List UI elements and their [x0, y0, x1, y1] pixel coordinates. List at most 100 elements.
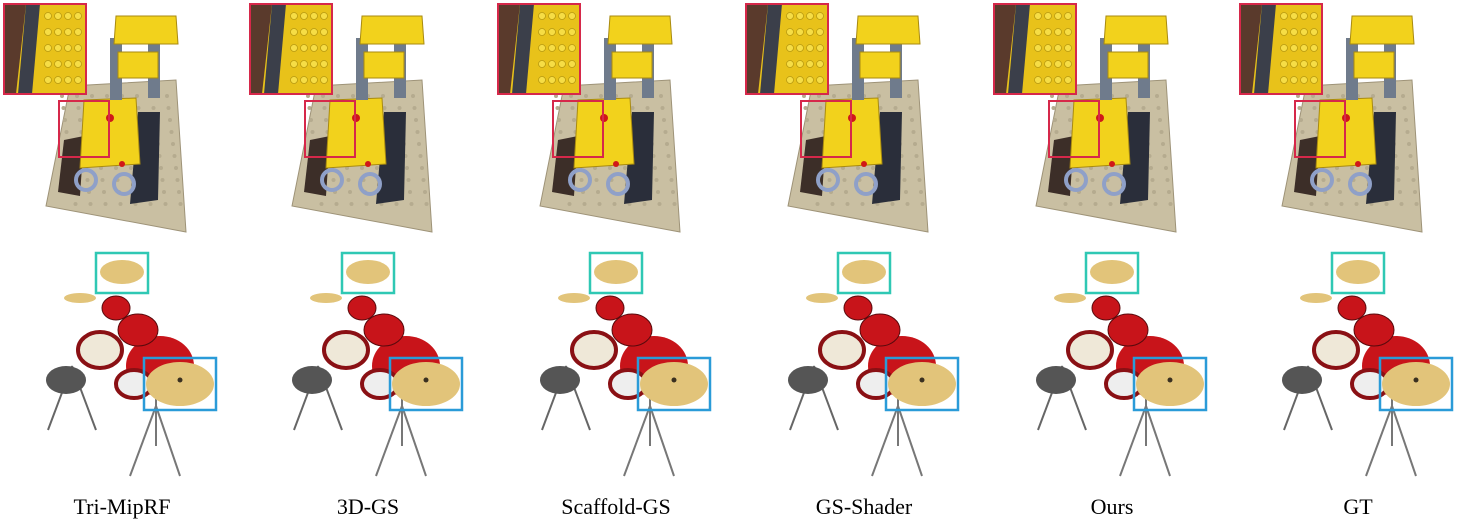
top-cymbal-highlight-box: [340, 251, 396, 295]
cymbal-stand-leg: [1119, 405, 1147, 477]
lego-wheel: [358, 172, 382, 196]
tom-drum: [843, 295, 873, 321]
lego-zoom-inset-frame: [249, 3, 333, 95]
method-column-gs-shader: GS-Shader: [742, 0, 986, 528]
drums-render: [494, 246, 738, 486]
floor-tom: [570, 330, 618, 370]
tom-drum: [1091, 295, 1121, 321]
floor-tom: [1066, 330, 1114, 370]
lego-highlight-box: [304, 100, 356, 158]
lego-cab: [363, 51, 405, 79]
drums-render: [742, 246, 986, 486]
tom-drum: [595, 295, 625, 321]
lego-wheel: [606, 172, 630, 196]
top-cymbal-highlight-box: [1330, 251, 1386, 295]
drum-stool: [788, 366, 828, 394]
hi-hat-cymbal: [558, 293, 590, 303]
lego-zoom-inset-frame: [3, 3, 87, 95]
cymbal-stand-leg: [871, 405, 899, 477]
method-column-tri-miprf: Tri-MipRF: [0, 0, 244, 528]
ride-cymbal: [346, 260, 390, 284]
lego-cab: [1107, 51, 1149, 79]
lego-wheel: [112, 172, 136, 196]
crash-cymbal: [146, 362, 214, 406]
drum-stool: [292, 366, 332, 394]
top-cymbal-highlight-box: [588, 251, 644, 295]
top-cymbal-highlight-box: [836, 251, 892, 295]
lego-wheel: [854, 172, 878, 196]
hi-hat-cymbal: [310, 293, 342, 303]
drums-render: [990, 246, 1234, 486]
crash-cymbal: [392, 362, 460, 406]
lego-highlight-box: [800, 100, 852, 158]
drum-stool: [540, 366, 580, 394]
lego-highlight-box: [1048, 100, 1100, 158]
lego-render: [742, 0, 986, 236]
floor-tom: [1312, 330, 1360, 370]
lego-zoom-inset-frame: [497, 3, 581, 95]
ride-cymbal: [100, 260, 144, 284]
cymbal-stand-leg: [1391, 405, 1417, 477]
lego-bucket: [1103, 15, 1169, 45]
tom-drum: [1107, 313, 1149, 347]
cymbal-stand-leg: [375, 405, 403, 477]
lego-highlight-box: [58, 100, 110, 158]
tom-drum: [611, 313, 653, 347]
method-label: Scaffold-GS: [561, 494, 671, 519]
floor-tom: [322, 330, 370, 370]
method-label: GT: [1343, 494, 1373, 519]
drums-render: [0, 246, 244, 486]
crash-cymbal: [1382, 362, 1450, 406]
method-label: GS-Shader: [815, 494, 913, 519]
lego-zoom-inset-frame: [1239, 3, 1323, 95]
lego-bucket: [607, 15, 673, 45]
crash-cymbal: [1136, 362, 1204, 406]
lego-cab: [1353, 51, 1395, 79]
tom-drum: [1353, 313, 1395, 347]
cymbal-stand-leg: [1365, 405, 1393, 477]
cymbal-stand-leg: [129, 405, 157, 477]
method-label: Tri-MipRF: [73, 494, 171, 519]
hi-hat-cymbal: [1300, 293, 1332, 303]
lego-cab: [611, 51, 653, 79]
cymbal-stand-leg: [623, 405, 651, 477]
crash-cymbal-highlight-box: [884, 356, 960, 412]
crash-cymbal: [888, 362, 956, 406]
tom-drum: [101, 295, 131, 321]
lego-render: [494, 0, 738, 236]
crash-cymbal-highlight-box: [636, 356, 712, 412]
lego-wheel: [568, 168, 592, 192]
method-label: 3D-GS: [336, 494, 400, 519]
method-column-gt: GT: [1236, 0, 1462, 528]
cymbal-stand-leg: [155, 405, 181, 477]
lego-bucket: [1349, 15, 1415, 45]
top-cymbal-highlight-box: [94, 251, 150, 295]
ride-cymbal: [842, 260, 886, 284]
lego-zoom-inset-frame: [745, 3, 829, 95]
tom-drum: [1337, 295, 1367, 321]
drum-stool: [46, 366, 86, 394]
lego-cab: [117, 51, 159, 79]
ride-cymbal: [1336, 260, 1380, 284]
drums-render: [1236, 246, 1462, 486]
lego-cab: [859, 51, 901, 79]
lego-wheel: [74, 168, 98, 192]
method-column-ours: Ours: [990, 0, 1234, 528]
crash-cymbal-highlight-box: [1378, 356, 1454, 412]
lego-render: [1236, 0, 1462, 236]
tom-drum: [363, 313, 405, 347]
cymbal-stand-leg: [1145, 405, 1171, 477]
top-cymbal-highlight-box: [1084, 251, 1140, 295]
method-column-scaffold-gs: Scaffold-GS: [494, 0, 738, 528]
cymbal-stand-leg: [897, 405, 923, 477]
hi-hat-cymbal: [1054, 293, 1086, 303]
lego-render: [246, 0, 490, 236]
lego-wheel: [1064, 168, 1088, 192]
lego-wheel: [1102, 172, 1126, 196]
lego-wheel: [320, 168, 344, 192]
lego-bucket: [855, 15, 921, 45]
floor-tom: [76, 330, 124, 370]
crash-cymbal-highlight-box: [1132, 356, 1208, 412]
lego-bucket: [113, 15, 179, 45]
